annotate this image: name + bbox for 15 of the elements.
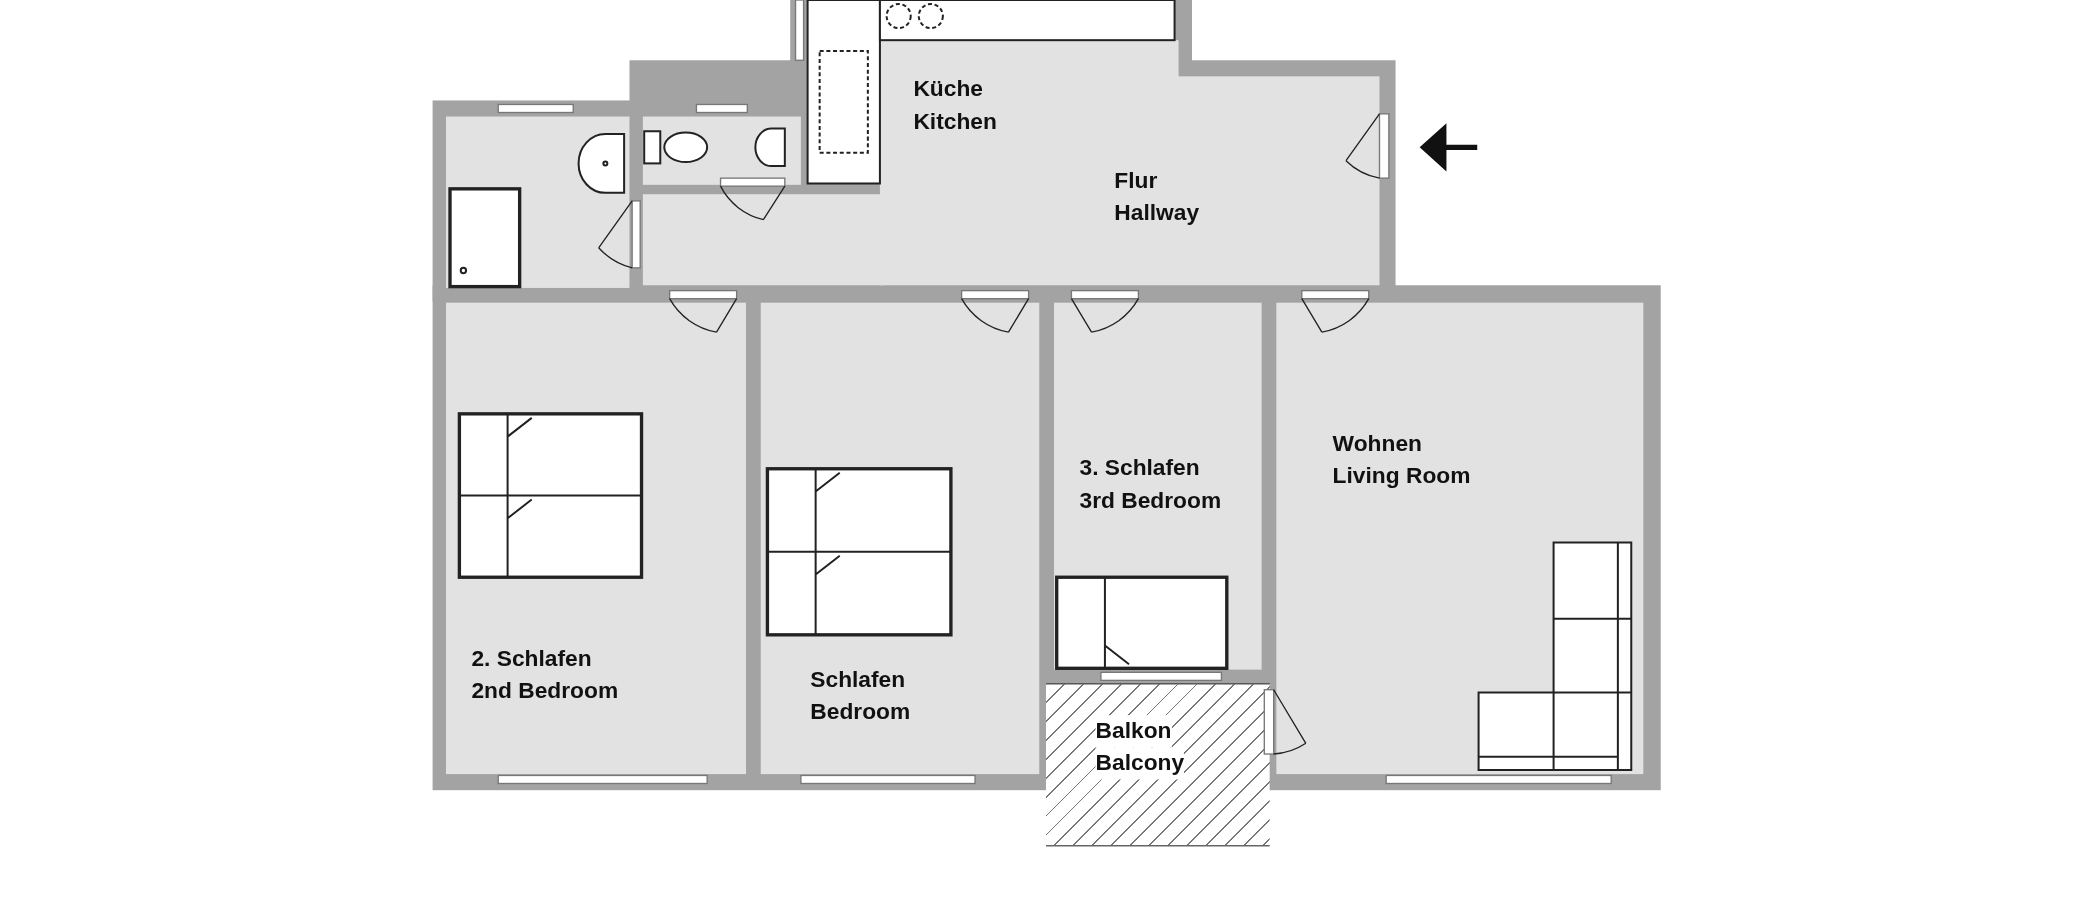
balcony-floor <box>1046 683 1270 847</box>
room-label: Kitchen <box>913 107 997 136</box>
room-label: Bedroom <box>810 698 911 727</box>
room-label: 3. Schlafen <box>1079 454 1200 483</box>
room-label: Flur <box>1114 166 1158 195</box>
room-label: 3rd Bedroom <box>1079 486 1222 515</box>
room-label: Wohnen <box>1332 430 1422 459</box>
room-label: Balkon <box>1095 715 1172 748</box>
room-label: Living Room <box>1332 462 1471 491</box>
room-label: Balcony <box>1095 747 1185 780</box>
room-label: Schlafen <box>810 665 906 695</box>
room-label: 2nd Bedroom <box>471 676 619 706</box>
room-label: Hallway <box>1114 198 1200 227</box>
room-label: Küche <box>913 75 983 104</box>
room-label: 2. Schlafen <box>471 644 592 673</box>
